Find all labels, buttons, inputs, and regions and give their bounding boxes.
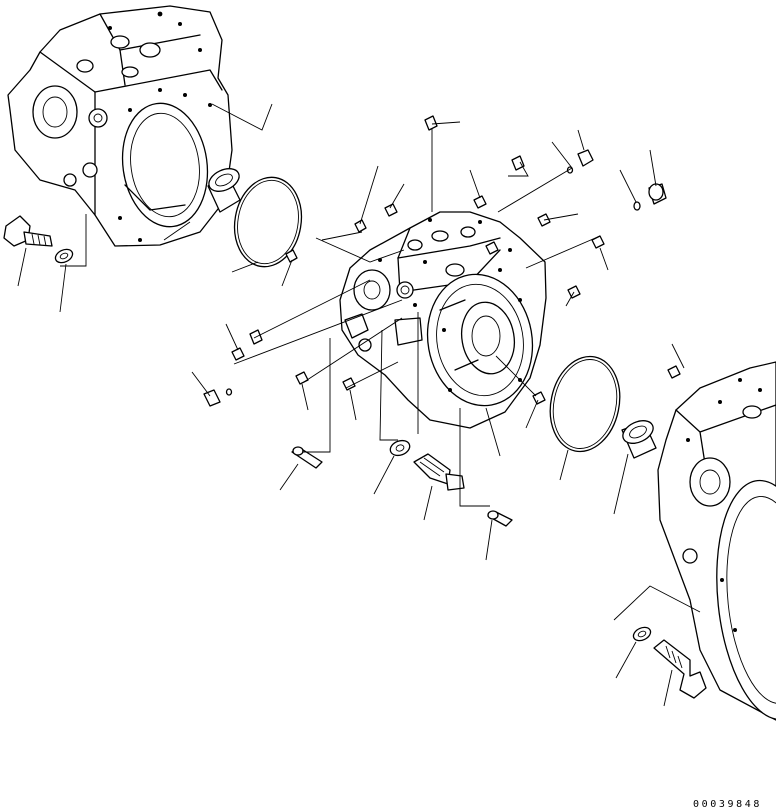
upper-left-pump-housing	[7, 5, 233, 247]
bearing-left	[207, 168, 241, 213]
bearing-right	[621, 420, 657, 459]
washer-right	[632, 626, 652, 642]
drawing-reference-code: 00039848	[693, 799, 762, 810]
leader-lines	[17, 103, 701, 707]
central-pump-case	[339, 211, 547, 429]
bolt-right	[653, 639, 707, 699]
washer-left	[54, 248, 74, 264]
center-lower-parts	[291, 439, 513, 527]
small-fittings	[203, 115, 681, 407]
o-ring-left	[233, 176, 303, 268]
lower-right-pump-housing	[657, 361, 776, 721]
bolt-left	[3, 215, 53, 247]
o-ring-right	[549, 355, 621, 453]
